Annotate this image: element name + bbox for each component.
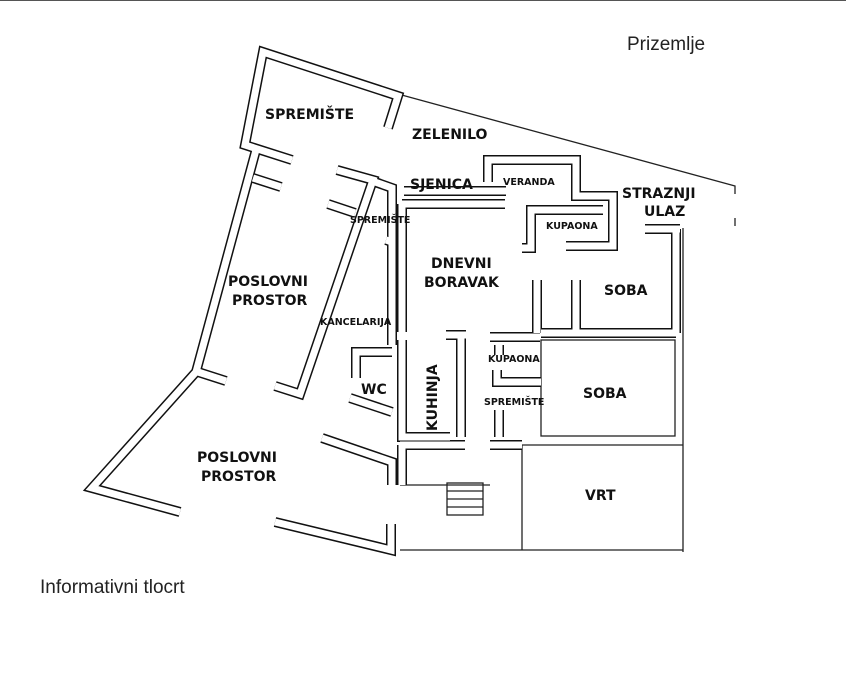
- wall-fill: [320, 434, 396, 485]
- wall-fill: [348, 394, 394, 416]
- stairs: [446, 482, 484, 516]
- room-label-spremiste: SPREMIŠTE: [265, 105, 354, 123]
- wall-fill: [398, 340, 450, 441]
- room-label-prostor: PROSTOR: [232, 293, 307, 309]
- room-label-kupaona-mid: KUPAONA: [488, 354, 540, 365]
- wall-fill: [240, 47, 403, 164]
- wall-fill: [493, 370, 541, 386]
- wall-fill: [384, 236, 394, 246]
- wall-fill: [373, 178, 396, 330]
- room-label-soba-2: SOBA: [583, 386, 627, 402]
- room-label-kuhinja: KUHINJA: [425, 364, 441, 431]
- room-label-straznji: STRAZNJI: [622, 186, 696, 202]
- wall-outline: [351, 347, 392, 378]
- floor-title: Prizemlje: [627, 34, 706, 55]
- top-border: [0, 0, 846, 1]
- room-label-veranda: VERANDA: [503, 177, 555, 188]
- wall-fill: [326, 200, 357, 217]
- wall-outline: [483, 155, 618, 251]
- thin-outlines: [397, 93, 736, 552]
- walls: [82, 45, 681, 557]
- wall-fill: [85, 149, 260, 516]
- wall-fill: [522, 210, 535, 252]
- wall-fill: [273, 166, 378, 399]
- room-label-zelenilo: ZELENILO: [412, 127, 488, 143]
- room-label-vrt: VRT: [585, 488, 616, 504]
- room-label-ulaz: ULAZ: [644, 204, 685, 220]
- wall-fill: [274, 518, 395, 555]
- room-label-spremiste-small: SPREMIŠTE: [350, 214, 410, 226]
- wall-fill: [484, 156, 617, 250]
- room-label-boravak: BORAVAK: [424, 275, 500, 291]
- room-label-spremiste-mid: SPREMIŠTE: [484, 396, 544, 408]
- wall-fill: [352, 348, 392, 378]
- room-label-kancelarija: KANCELARIJA: [320, 317, 392, 328]
- room-label-sjenica: SJENICA: [410, 177, 473, 193]
- room-label-dnevni: DNEVNI: [431, 256, 492, 272]
- room-label-soba: SOBA: [604, 283, 648, 299]
- wall-fill: [251, 174, 283, 191]
- room-label-poslovni: POSLOVNI: [228, 274, 308, 290]
- plan-caption: Informativni tlocrt: [40, 577, 185, 598]
- room-label-wc: WC: [361, 382, 387, 398]
- room-label-poslovni-2: POSLOVNI: [197, 450, 277, 466]
- room-label-prostor-2: PROSTOR: [201, 469, 276, 485]
- room-label-kupaona: KUPAONA: [546, 221, 598, 232]
- wall-fill: [196, 368, 228, 385]
